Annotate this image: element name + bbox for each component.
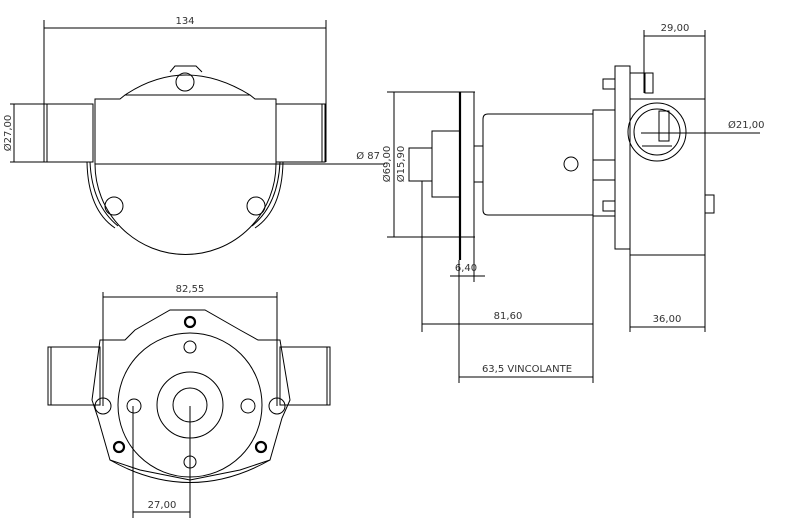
- front-housing: [91, 309, 291, 481]
- front-view: 82,55 27,00: [47, 284, 331, 518]
- dim-mount: 63,5 VINCOLANTE: [482, 364, 572, 375]
- port-outer: [627, 102, 687, 162]
- dim-port-dia: Ø21,00: [728, 119, 765, 131]
- dim-pipe-dia: Ø27,00: [2, 115, 14, 152]
- mount-plate: [614, 65, 631, 250]
- right-pipe: [275, 103, 326, 163]
- dim-length: 81,60: [494, 311, 523, 322]
- shaft: [408, 147, 433, 182]
- pump-body-side: [629, 98, 706, 256]
- motor-cylinder: [482, 113, 594, 216]
- dim-flange-thickness: 6,40: [455, 263, 477, 274]
- dim-depth: 29,00: [661, 23, 690, 34]
- dim-shaft-dia: Ø15,90: [395, 146, 407, 183]
- top-view: 134 Ø27,00 Ø 87: [2, 16, 385, 255]
- dim-bolt-span: 82,55: [176, 284, 205, 295]
- dim-134: 134: [175, 16, 194, 27]
- dim-hole-offset: 27,00: [148, 500, 177, 511]
- side-view: Ø69,00 Ø15,90 Ø21,00 29,00 6,40 81,60 63…: [381, 23, 765, 383]
- dim-body-dia: Ø 87: [356, 150, 380, 162]
- gearbox: [592, 109, 616, 217]
- left-pipe: [43, 103, 94, 163]
- hub: [431, 130, 461, 198]
- pump-body: [94, 94, 277, 164]
- top-bolt: [175, 72, 195, 92]
- dim-body-depth: 36,00: [653, 314, 682, 325]
- dim-flange-dia: Ø69,00: [381, 146, 393, 183]
